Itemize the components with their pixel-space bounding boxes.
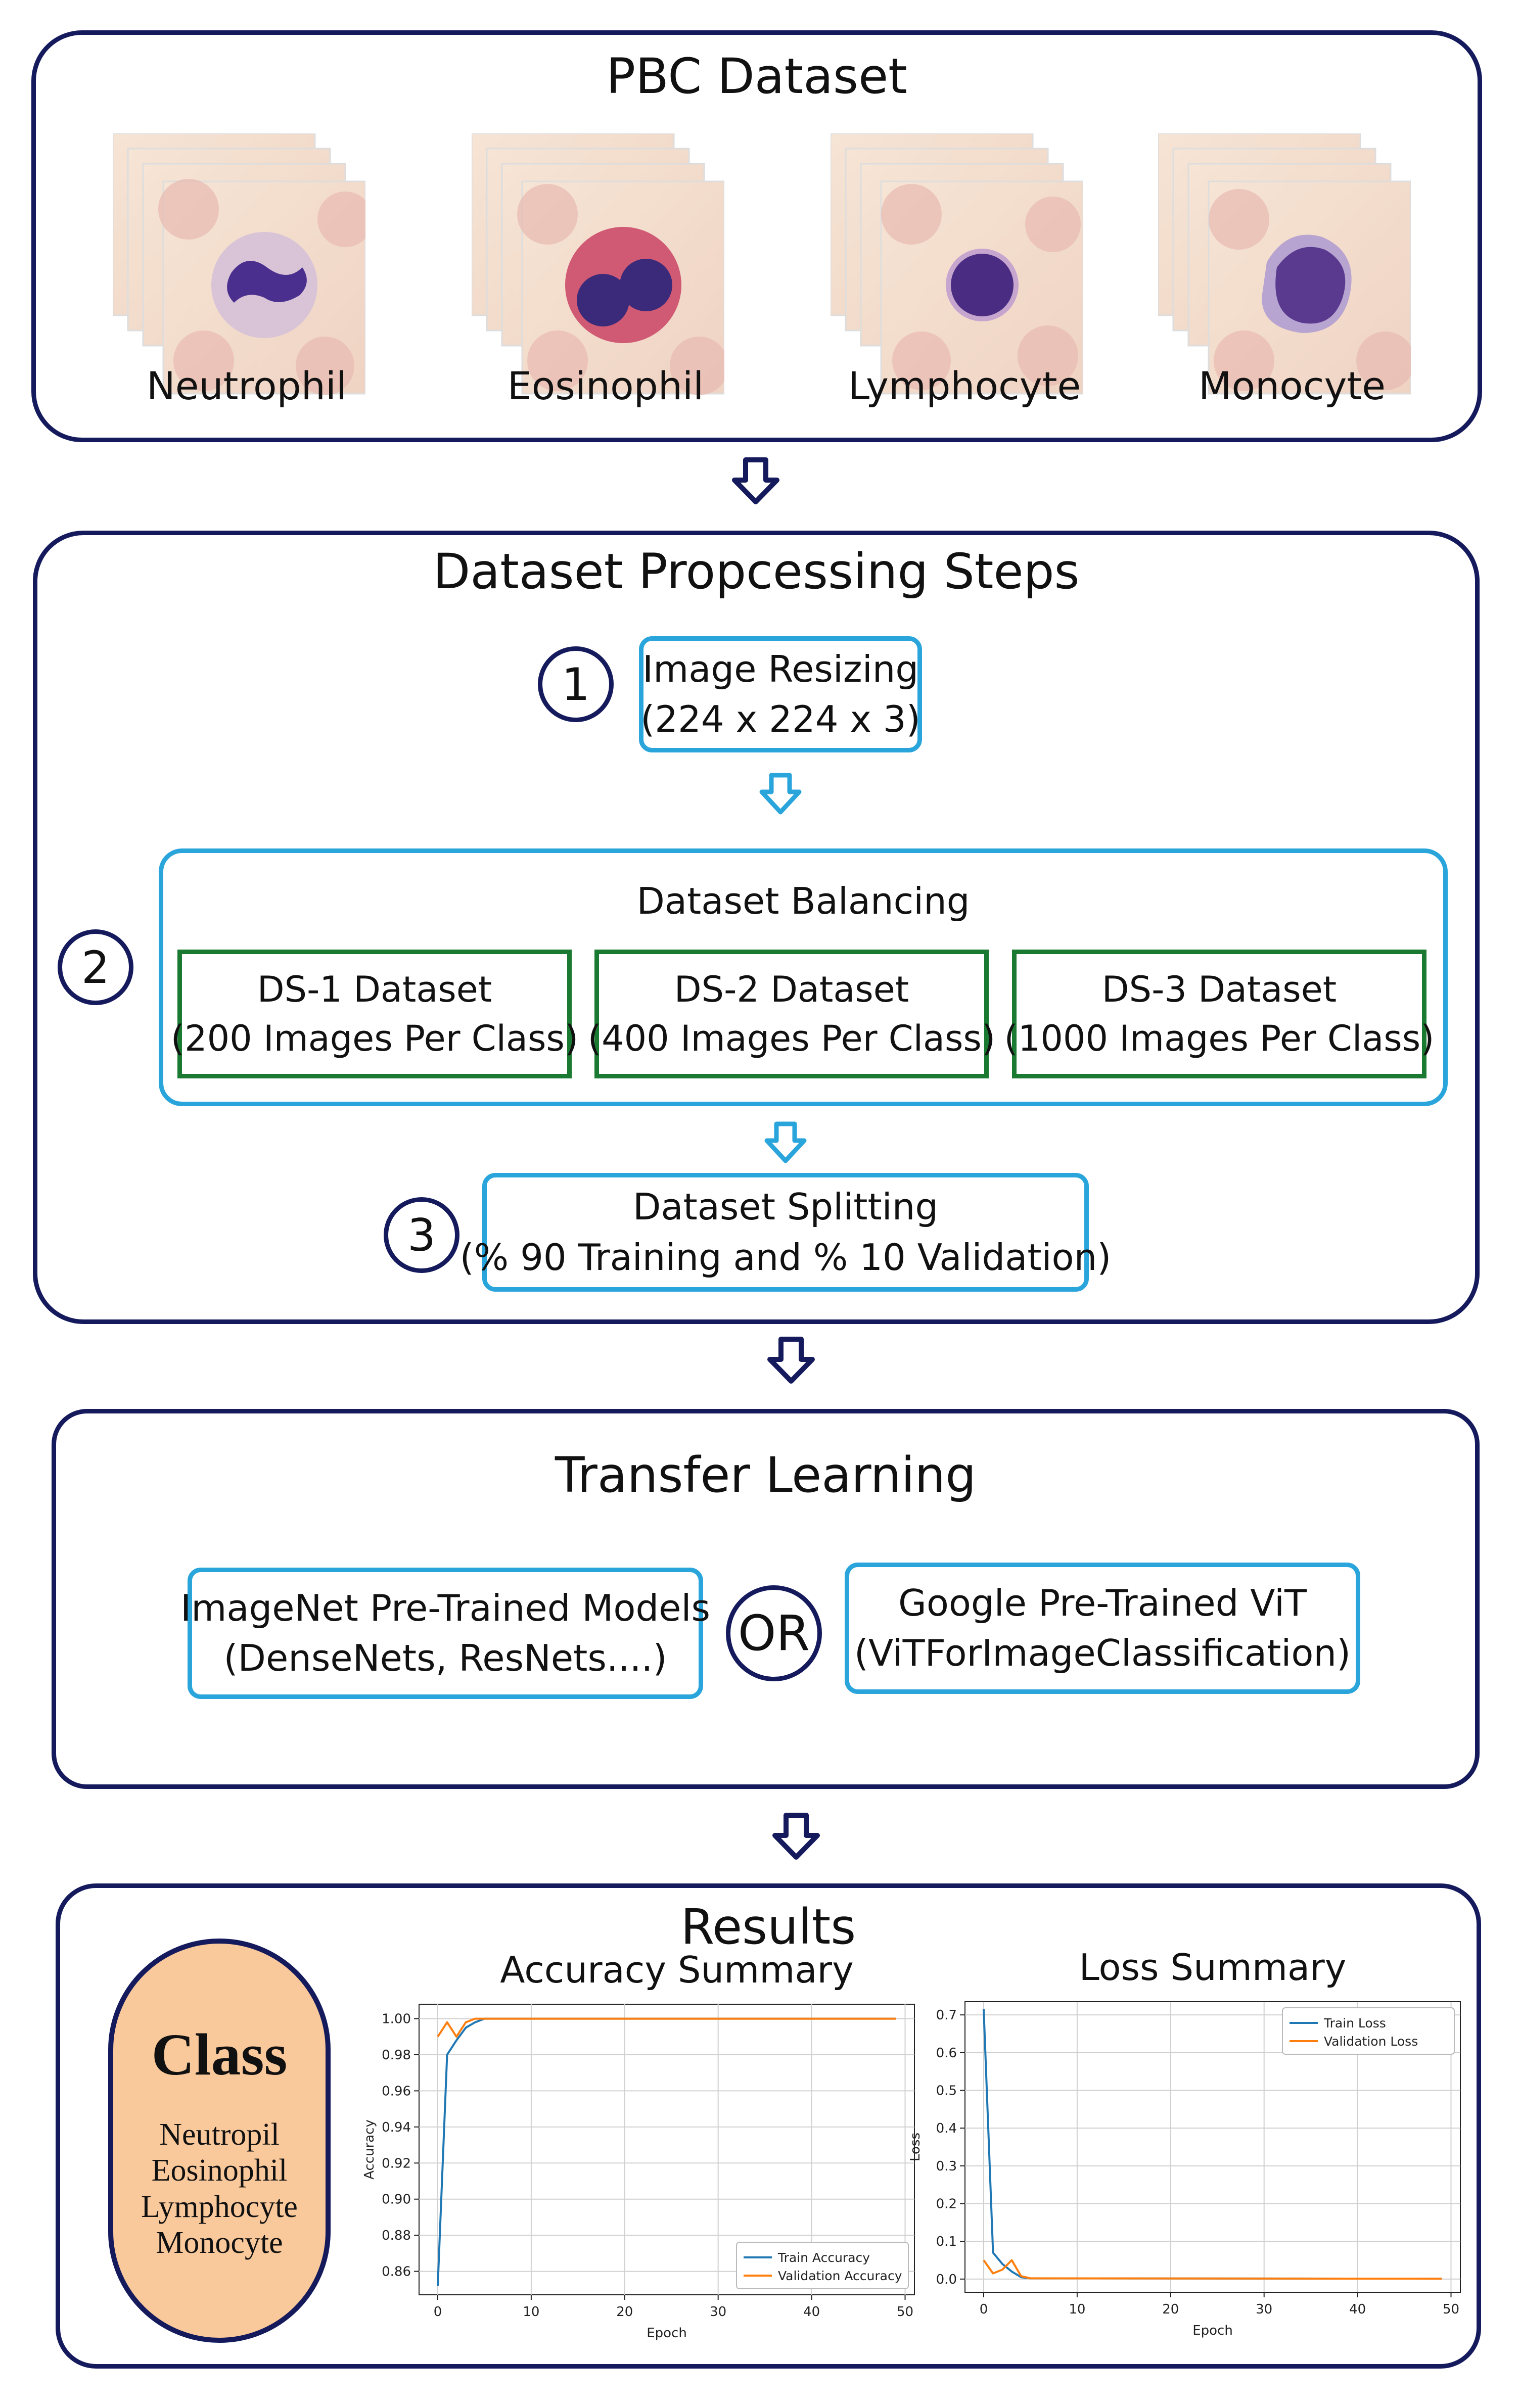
loss-chart-title: Loss Summary <box>1079 1946 1347 1989</box>
step-number-2: 2 <box>58 929 133 1005</box>
class-item: Neutropil <box>159 2117 280 2152</box>
results-panel: Results Class Neutropil Eosinophil Lymph… <box>56 1883 1481 2369</box>
step-number-3: 3 <box>384 1197 459 1273</box>
y-tick-label: 0.94 <box>382 2120 411 2135</box>
loss-chart: 0 10 20 30 40 50 0.0 0.1 0.2 0.3 0.4 0.5 0.6 0.7Epoch… <box>908 2001 1461 2338</box>
x-tick-label: 40 <box>1349 2302 1366 2317</box>
y-tick-label: 0.98 <box>382 2048 411 2063</box>
x-tick-label: 20 <box>1162 2302 1179 2317</box>
step-number-1: 1 <box>538 646 614 722</box>
model-detail: (ViTForImageClassification) <box>854 1632 1351 1674</box>
x-tick-label: 0 <box>434 2304 442 2320</box>
class-item: Eosinophil <box>151 2153 288 2188</box>
y-tick-label: 1.00 <box>382 2012 411 2027</box>
step-arrow-2 <box>764 1121 807 1163</box>
cell-label-lymphocyte: Lymphocyte <box>848 363 1081 408</box>
step-label: Dataset Splitting <box>632 1186 939 1229</box>
dataset-splitting-box: Dataset Splitting (% 90 Training and % 1… <box>460 1173 1111 1292</box>
panel-title: Dataset Propcessing Steps <box>433 543 1080 600</box>
ds3-box: DS-3 Dataset (1000 Images Per Class) <box>1004 950 1434 1078</box>
dataset-name: DS-3 Dataset <box>1101 968 1337 1010</box>
image-resizing-box: Image Resizing (224 x 224 x 3) <box>639 636 922 752</box>
panel-title: PBC Dataset <box>606 48 907 105</box>
balancing-title: Dataset Balancing <box>636 880 970 922</box>
model-detail: (DenseNets, ResNets....) <box>223 1637 667 1679</box>
pbc-dataset-panel: PBC Dataset Neutrophil Eosinophil <box>31 30 1482 442</box>
step-detail: (% 90 Training and % 10 Validation) <box>459 1236 1112 1279</box>
y-axis-label: Loss <box>908 2133 923 2161</box>
processing-panel: Dataset Propcessing Steps 1 Image Resizi… <box>33 531 1480 1324</box>
or-separator: OR <box>726 1585 822 1681</box>
legend-label: Validation Accuracy <box>778 2269 902 2283</box>
dataset-detail: (200 Images Per Class) <box>170 1017 579 1059</box>
neutrophil-image-stack <box>113 133 365 395</box>
accuracy-chart-title: Accuracy Summary <box>500 1949 854 1991</box>
accuracy-chart: 0 10 20 30 40 50 0.86 0.88 0.90 0.92 0.94 0.96 0.98 1… <box>362 2004 915 2341</box>
class-item: Lymphocyte <box>141 2189 298 2224</box>
lymphocyte-image-stack <box>831 133 1083 395</box>
transfer-learning-panel: Transfer Learning ImageNet Pre-Trained M… <box>52 1409 1480 1789</box>
y-tick-label: 0.0 <box>936 2272 957 2287</box>
panel-title: Results <box>680 1899 856 1955</box>
x-axis-label: Epoch <box>647 2326 687 2341</box>
step-label: Image Resizing <box>642 647 919 690</box>
x-tick-label: 20 <box>616 2304 633 2320</box>
legend-label: Train Loss <box>1323 2016 1386 2031</box>
model-label: ImageNet Pre-Trained Models <box>180 1586 710 1629</box>
step-arrow-1 <box>759 773 802 815</box>
cell-label-eosinophil: Eosinophil <box>507 363 704 408</box>
legend-label: Train Accuracy <box>777 2250 870 2265</box>
class-item: Monocyte <box>156 2225 283 2260</box>
y-tick-label: 0.92 <box>382 2156 411 2171</box>
y-tick-label: 0.1 <box>936 2234 957 2249</box>
x-tick-label: 30 <box>1256 2302 1272 2317</box>
y-axis-label: Accuracy <box>362 2119 377 2180</box>
imagenet-models-box: ImageNet Pre-Trained Models (DenseNets, … <box>180 1568 710 1699</box>
dataset-name: DS-1 Dataset <box>257 968 492 1010</box>
y-tick-label: 0.3 <box>936 2159 957 2174</box>
class-box: Class Neutropil Eosinophil Lymphocyte Mo… <box>108 1939 331 2343</box>
monocyte-image-stack <box>1158 133 1411 395</box>
y-tick-label: 0.2 <box>936 2197 957 2212</box>
x-tick-label: 10 <box>1069 2302 1085 2317</box>
y-tick-label: 0.5 <box>936 2083 957 2098</box>
ds1-box: DS-1 Dataset (200 Images Per Class) <box>171 950 578 1078</box>
panel-title: Transfer Learning <box>555 1447 977 1503</box>
y-tick-label: 0.7 <box>936 2008 957 2023</box>
cell-label-neutrophil: Neutrophil <box>146 363 347 408</box>
y-tick-label: 0.4 <box>936 2121 957 2136</box>
google-vit-box: Google Pre-Trained ViT (ViTForImageClass… <box>845 1563 1360 1694</box>
step-detail: (224 x 224 x 3) <box>640 698 920 740</box>
flow-arrow-3 <box>772 1813 820 1860</box>
y-tick-label: 0.96 <box>382 2084 411 2099</box>
dataset-detail: (1000 Images Per Class) <box>1004 1017 1435 1059</box>
cell-label-monocyte: Monocyte <box>1198 363 1386 408</box>
class-title: Class <box>151 2021 288 2088</box>
dataset-detail: (400 Images Per Class) <box>587 1017 996 1059</box>
series-line <box>437 2017 896 2038</box>
series-line <box>983 2259 1442 2280</box>
dataset-name: DS-2 Dataset <box>674 968 909 1010</box>
y-tick-label: 0.86 <box>382 2264 411 2280</box>
x-tick-label: 50 <box>1443 2302 1459 2317</box>
flow-arrow-1 <box>732 457 779 504</box>
ds2-box: DS-2 Dataset (400 Images Per Class) <box>588 950 995 1078</box>
x-axis-label: Epoch <box>1192 2323 1233 2338</box>
y-tick-label: 0.6 <box>936 2046 957 2061</box>
x-tick-label: 40 <box>803 2304 820 2320</box>
flow-arrow-2 <box>767 1337 815 1384</box>
legend-box <box>736 2242 909 2289</box>
x-tick-label: 30 <box>710 2304 726 2320</box>
x-tick-label: 0 <box>980 2302 988 2317</box>
eosinophil-image-stack <box>472 133 724 395</box>
legend-label: Validation Loss <box>1324 2034 1418 2049</box>
x-tick-label: 10 <box>523 2304 539 2320</box>
x-tick-label: 50 <box>897 2304 913 2320</box>
legend-box <box>1282 2007 1455 2055</box>
y-tick-label: 0.90 <box>382 2192 411 2207</box>
y-tick-label: 0.88 <box>382 2228 411 2243</box>
model-label: Google Pre-Trained ViT <box>898 1581 1307 1624</box>
